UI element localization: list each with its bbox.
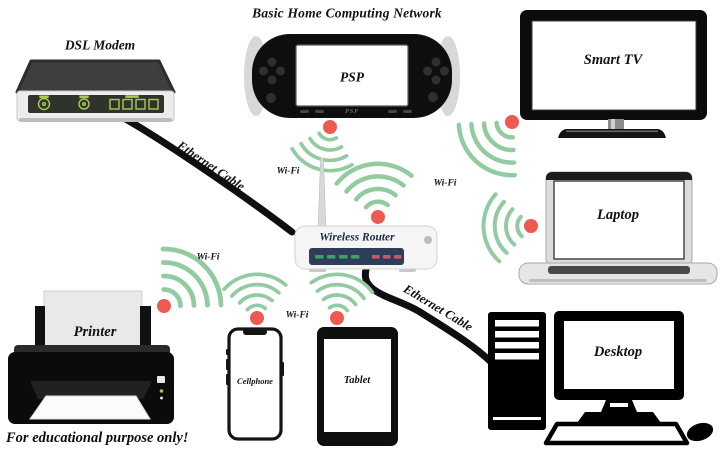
connection-dot-smart-tv bbox=[505, 115, 519, 129]
cellphone-notch bbox=[243, 329, 267, 335]
tv-screen bbox=[531, 20, 697, 111]
wifi-label-cellphone-tablet: Wi-Fi bbox=[285, 310, 309, 321]
wifi-signals bbox=[160, 120, 524, 313]
smart-tv bbox=[520, 10, 707, 138]
wifi-label-printer: Wi-Fi bbox=[196, 252, 220, 263]
printer-output-slot bbox=[30, 381, 152, 399]
tv-stand-base bbox=[558, 129, 666, 138]
cellphone-label: Cellphone bbox=[237, 375, 273, 386]
cellphone bbox=[226, 327, 284, 441]
wifi-signal-icon-router bbox=[334, 161, 414, 210]
ethernet-cables bbox=[118, 113, 495, 366]
laptop-lid-top-edge bbox=[546, 172, 692, 180]
router-power-dot bbox=[424, 236, 432, 244]
wifi-label-psp: Wi-Fi bbox=[276, 166, 300, 177]
printer-paper-out bbox=[29, 395, 151, 420]
connection-dot-tablet bbox=[330, 311, 344, 325]
tv-stand-base-highlight bbox=[566, 130, 658, 133]
wireless-router-label: Wireless Router bbox=[319, 231, 395, 244]
connection-dot-printer bbox=[157, 299, 171, 313]
wireless-router bbox=[294, 225, 438, 272]
psp-buttons bbox=[423, 57, 449, 102]
wifi-signal-icon-printer bbox=[160, 246, 224, 309]
dsl-modem-label: DSL Modem bbox=[64, 37, 136, 53]
router-leds-green bbox=[315, 255, 360, 259]
psp-bottom-controls bbox=[300, 110, 412, 113]
psp-console bbox=[244, 34, 460, 118]
page-title: Basic Home Computing Network bbox=[252, 5, 442, 21]
laptop-keyboard-slot bbox=[548, 266, 690, 274]
wifi-label-tv-laptop: Wi-Fi bbox=[433, 178, 457, 189]
laptop-screen bbox=[553, 180, 685, 260]
desktop-stand-neck-slot bbox=[610, 403, 628, 407]
desktop-mouse bbox=[686, 422, 714, 442]
laptop bbox=[518, 171, 718, 285]
printer-led-2 bbox=[160, 396, 163, 400]
desktop-stand-base bbox=[577, 412, 661, 423]
desktop-computer bbox=[488, 311, 714, 446]
connection-dots bbox=[157, 115, 538, 325]
tablet-label: Tablet bbox=[343, 374, 371, 386]
desktop-keyboard bbox=[543, 421, 690, 446]
smart-tv-label: Smart TV bbox=[583, 51, 643, 68]
psp-logo: PSP bbox=[345, 109, 359, 115]
tv-stand-neck bbox=[608, 119, 624, 129]
modem-indicators bbox=[37, 95, 159, 111]
psp-label: PSP bbox=[339, 69, 365, 85]
dsl-modem bbox=[15, 59, 176, 122]
modem-top bbox=[15, 59, 176, 94]
router-leds-red bbox=[372, 255, 402, 259]
desktop-label: Desktop bbox=[593, 343, 643, 360]
desktop-tower bbox=[488, 312, 546, 430]
psp-dpad bbox=[259, 57, 285, 103]
connection-dot-router bbox=[371, 210, 385, 224]
printer-control-button bbox=[157, 376, 165, 383]
wifi-signal-icon-cellphone bbox=[222, 272, 288, 312]
printer-paper-guide-left bbox=[35, 306, 45, 358]
ethernet-cable-line-modem-router bbox=[118, 113, 296, 236]
tablet-screen bbox=[324, 339, 391, 432]
printer-led bbox=[159, 389, 164, 393]
wifi-signal-icon-tablet bbox=[309, 272, 375, 313]
ethernet-cable-line-router-desktop bbox=[361, 262, 495, 366]
printer-label: Printer bbox=[73, 323, 117, 340]
laptop-label: Laptop bbox=[597, 206, 639, 223]
desktop-tower-vents bbox=[493, 320, 541, 420]
printer-paper-guide-right bbox=[140, 306, 151, 358]
laptop-base-edge bbox=[529, 279, 707, 282]
psp-screen bbox=[295, 44, 409, 107]
wifi-signal-icon-smart-tv bbox=[456, 120, 518, 178]
connection-dot-psp bbox=[323, 120, 337, 134]
desktop-monitor-screen bbox=[564, 321, 674, 389]
connection-dot-cellphone bbox=[250, 311, 264, 325]
tv-stand-neck-highlight bbox=[611, 119, 615, 129]
tablet bbox=[317, 327, 398, 446]
printer bbox=[8, 290, 174, 424]
modem-front-shadow bbox=[19, 118, 172, 122]
footer-note: For educational purpose only! bbox=[6, 430, 189, 446]
connection-dot-laptop bbox=[524, 219, 538, 233]
wifi-signal-icon-laptop bbox=[481, 192, 524, 264]
